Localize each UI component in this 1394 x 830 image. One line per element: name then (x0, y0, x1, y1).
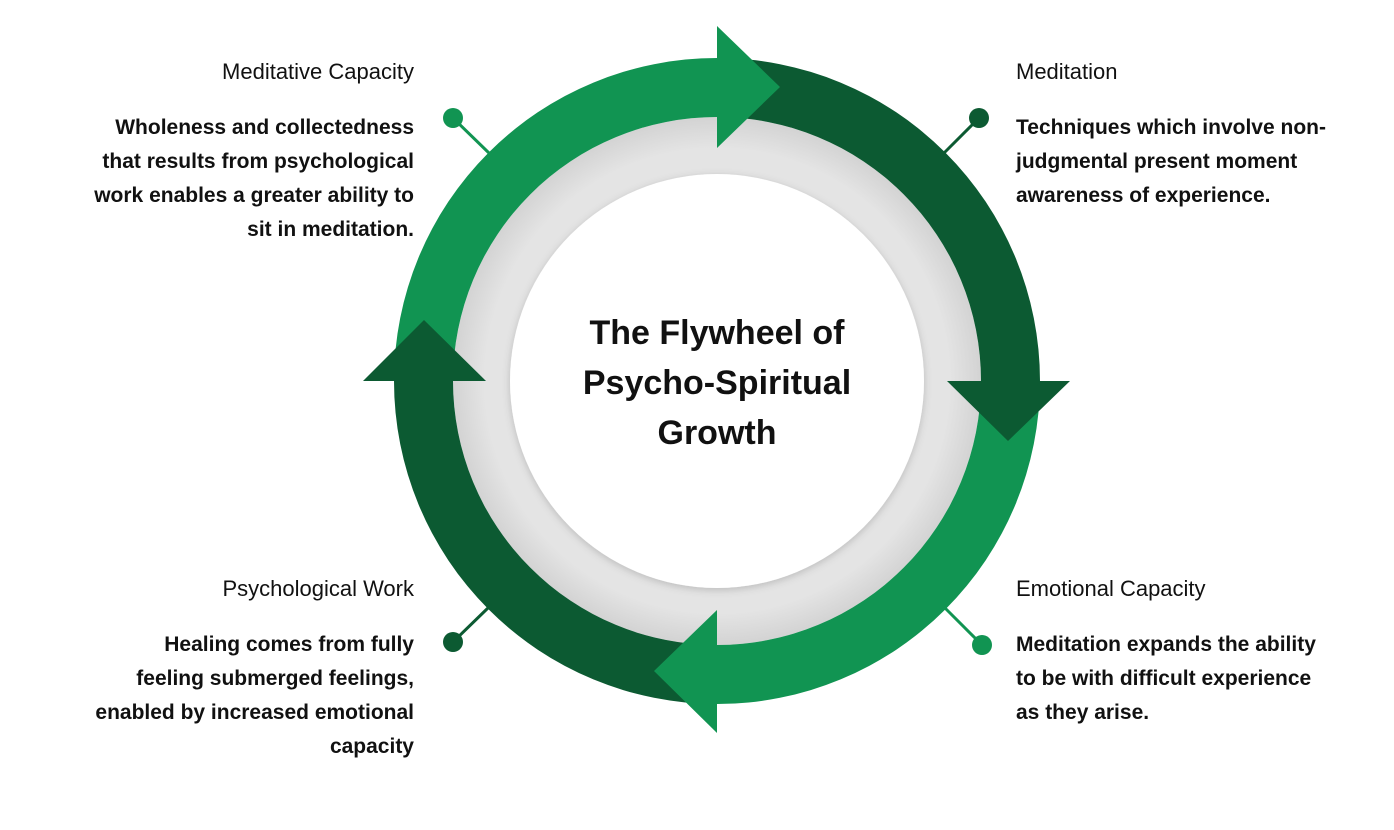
arrowhead-left (363, 320, 486, 381)
connector-pin-meditation (942, 108, 989, 155)
connector-pin-psychological-work (443, 605, 491, 652)
arrowhead-bottom (654, 610, 717, 733)
stage-emotional-capacity: Emotional Capacity Meditation expands th… (1016, 574, 1336, 730)
arrowhead-top (717, 26, 780, 148)
stage-meditation: Meditation Techniques which involve non-… (1016, 57, 1336, 213)
stage-description: Healing comes from fully feeling submerg… (95, 633, 414, 758)
center-disc (510, 174, 924, 588)
connector-pin-emotional-capacity (943, 606, 992, 655)
connector-pin-meditative-capacity (443, 108, 492, 156)
stage-title: Emotional Capacity (1016, 576, 1206, 601)
stage-title: Meditative Capacity (222, 59, 414, 84)
stage-psychological-work: Psychological Work Healing comes from fu… (94, 574, 414, 764)
stage-meditative-capacity: Meditative Capacity Wholeness and collec… (94, 57, 414, 247)
stage-title: Psychological Work (222, 576, 414, 601)
stage-description: Techniques which involve non-judgmental … (1016, 116, 1326, 207)
diagram-title: The Flywheel of Psycho-Spiritual Growth (582, 314, 852, 452)
stage-description: Meditation expands the ability to be wit… (1016, 633, 1316, 724)
arrowhead-right (947, 381, 1070, 441)
stage-title: Meditation (1016, 59, 1118, 84)
stage-description: Wholeness and collectedness that results… (94, 116, 414, 241)
